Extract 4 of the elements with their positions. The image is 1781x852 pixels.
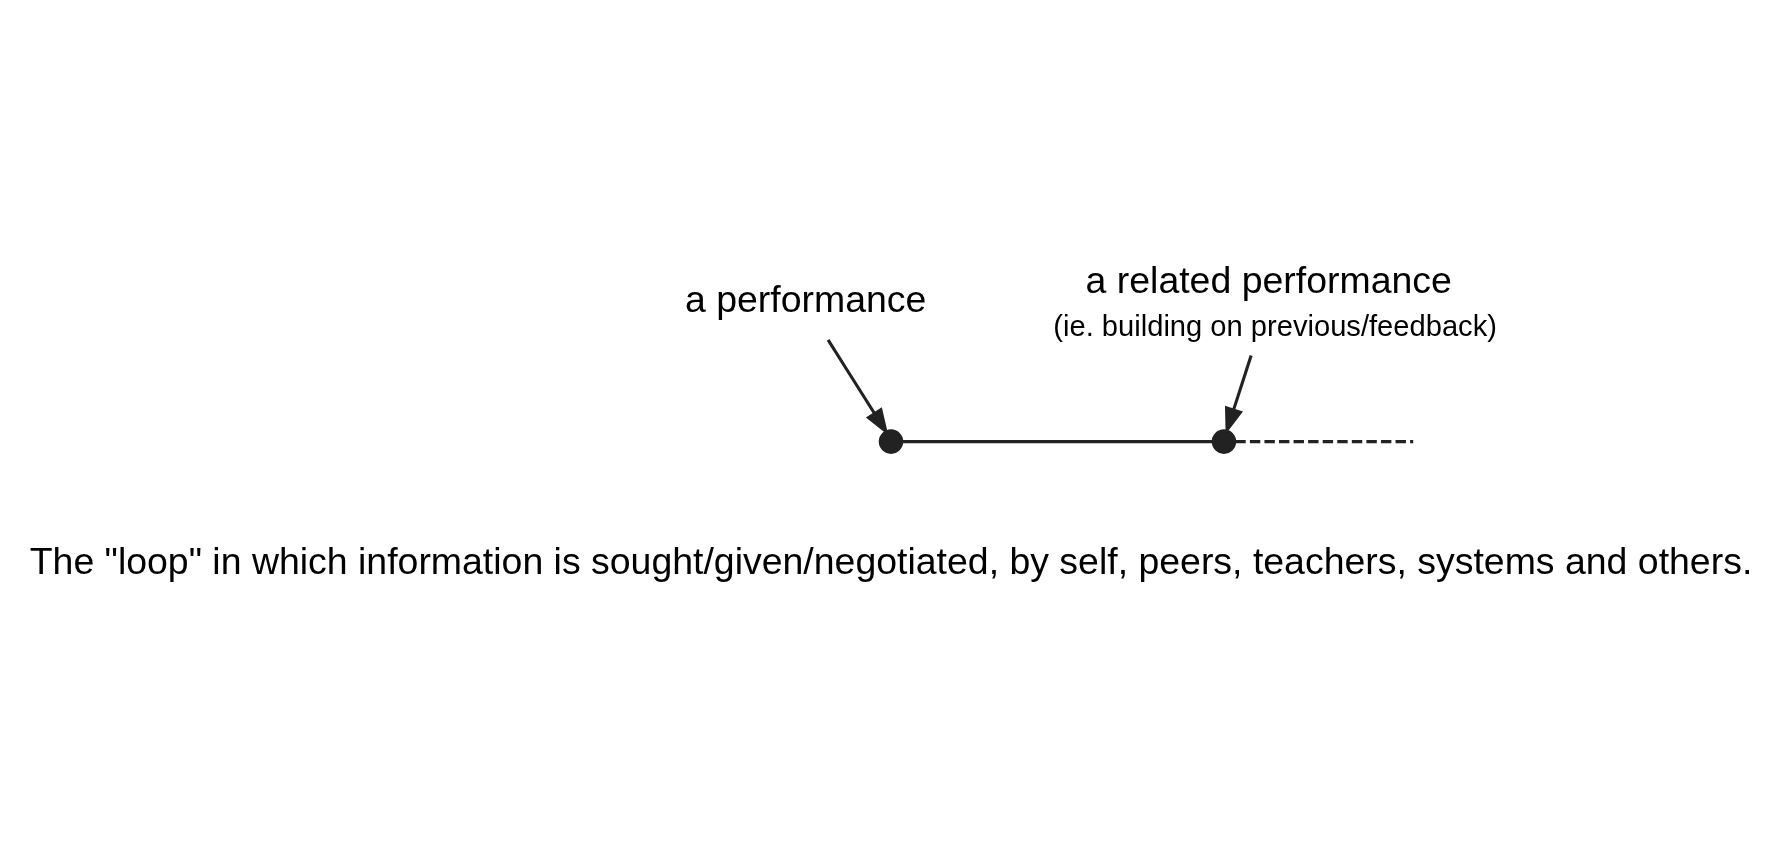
node-text: a related performance — [1085, 258, 1452, 301]
label: The "loop" in which information is sought/given/negotiated, by self, peers, teachers, systems and others. — [29, 540, 1752, 583]
node-text: a performance — [684, 277, 926, 320]
node-label: (ie. building on previous/feedback) — [1052, 310, 1497, 343]
